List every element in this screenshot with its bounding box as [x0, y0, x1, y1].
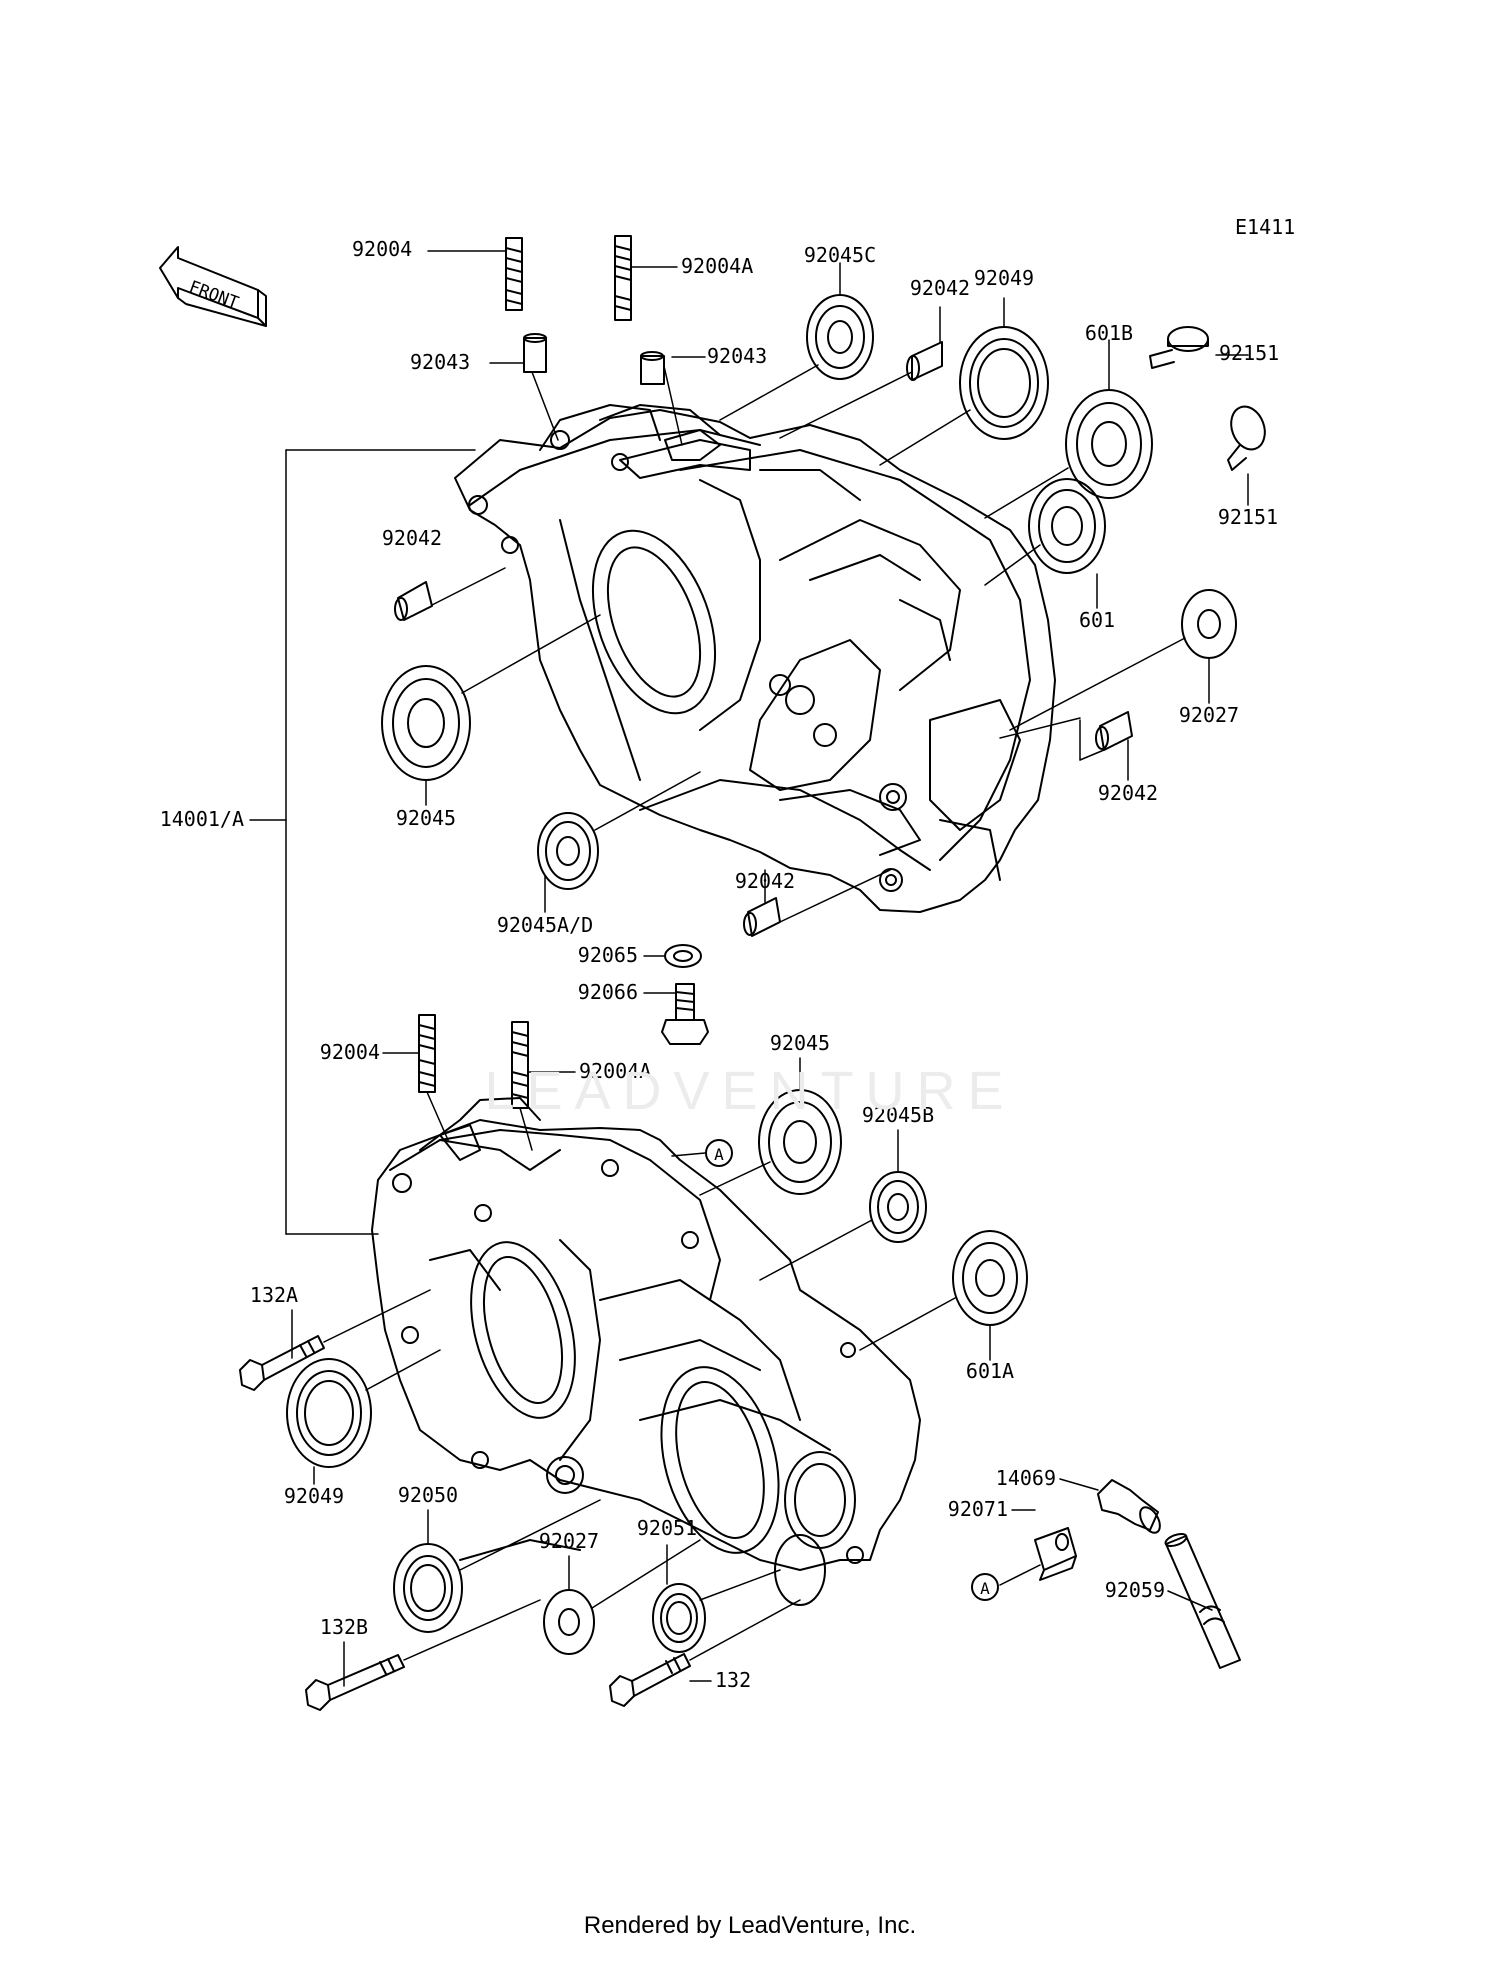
- breather-parts: [1034, 1479, 1241, 1669]
- label-92151-b: 92151: [1218, 505, 1278, 529]
- clamp-92071: [1034, 1527, 1077, 1581]
- bolt-92151-a: [1149, 326, 1209, 369]
- bolt-132b: [305, 1654, 405, 1711]
- stud-92004a-bottom: [511, 1021, 529, 1109]
- label-92065: 92065: [578, 943, 638, 967]
- stud-92004-top: [505, 237, 523, 311]
- drain-plug-92066: [661, 983, 709, 1045]
- bearing-601a: [952, 1230, 1028, 1326]
- bearing-92045-left: [381, 665, 471, 781]
- label-92004-top: 92004: [352, 237, 412, 261]
- callout-a-lower: [971, 1573, 999, 1601]
- seal-92051: [652, 1583, 706, 1653]
- label-92071: 92071: [948, 1497, 1008, 1521]
- label-92045b: 92045B: [862, 1103, 934, 1127]
- stud-92004a-top: [614, 235, 632, 321]
- bearing-92045ad: [537, 812, 599, 890]
- bearing-601: [1028, 478, 1106, 574]
- washer-92027-bottom: [543, 1589, 595, 1655]
- label-601: 601: [1079, 608, 1115, 632]
- seal-92049-top: [959, 326, 1049, 440]
- label-92042-top-right: 92042: [910, 276, 970, 300]
- label-14001a: 14001/A: [160, 807, 244, 831]
- label-92042-right: 92042: [1098, 781, 1158, 805]
- bearings: [286, 294, 1237, 1655]
- bolt-132a: [239, 1335, 325, 1391]
- label-92045ad: 92045A/D: [497, 913, 593, 937]
- label-92049-top: 92049: [974, 266, 1034, 290]
- label-92027-right: 92027: [1179, 703, 1239, 727]
- label-92050: 92050: [398, 1483, 458, 1507]
- diagram-code: E1411: [1235, 215, 1295, 239]
- washer-92065: [664, 944, 702, 968]
- label-92045-bottom: 92045: [770, 1031, 830, 1055]
- label-601b: 601B: [1085, 321, 1133, 345]
- fitting-14069: [1097, 1479, 1161, 1534]
- label-92004a-top: 92004A: [681, 254, 753, 278]
- stud-92004-bottom: [418, 1014, 436, 1093]
- label-92027-bottom: 92027: [539, 1529, 599, 1553]
- leader-lines: [249, 250, 1249, 1687]
- bolt-92151-b: [1227, 405, 1266, 471]
- label-92042-center: 92042: [735, 869, 795, 893]
- seal-92050: [393, 1543, 463, 1633]
- label-132a: 132A: [250, 1283, 298, 1307]
- front-label: FRONT: [186, 277, 241, 313]
- label-92004-bottom: 92004: [320, 1040, 380, 1064]
- watermark: LEADVENTURE: [484, 1061, 1016, 1121]
- hose-92059: [1164, 1532, 1241, 1669]
- callout-a-lower-text: A: [980, 1579, 990, 1598]
- seal-92049-bottom: [286, 1358, 372, 1468]
- label-92045c: 92045C: [804, 243, 876, 267]
- upper-crankcase-drawing: [454, 404, 1056, 913]
- dowel-pins: [394, 333, 1133, 937]
- label-132: 132: [715, 1668, 751, 1692]
- lower-crankcase-drawing: [371, 1097, 921, 1606]
- bolt-132: [609, 1653, 691, 1707]
- label-92045-left: 92045: [396, 806, 456, 830]
- front-arrow-icon: [159, 246, 267, 327]
- label-92042-left: 92042: [382, 526, 442, 550]
- label-92151-a: 92151: [1219, 341, 1279, 365]
- label-92051: 92051: [637, 1516, 697, 1540]
- label-92066: 92066: [578, 980, 638, 1004]
- label-92049-bottom: 92049: [284, 1484, 344, 1508]
- label-14069: 14069: [996, 1466, 1056, 1490]
- label-92043-left: 92043: [410, 350, 470, 374]
- bearing-92045b: [869, 1171, 927, 1243]
- bolts: [239, 326, 1266, 1711]
- label-92004a-bottom: 92004A: [579, 1059, 651, 1083]
- studs: [418, 235, 632, 1109]
- callout-a-upper-text: A: [714, 1145, 724, 1164]
- footer-credit: Rendered by LeadVenture, Inc.: [583, 1912, 917, 1939]
- washer-92027-right: [1181, 589, 1237, 659]
- callout-a-upper: [705, 1139, 733, 1167]
- label-92059: 92059: [1105, 1578, 1165, 1602]
- label-601a: 601A: [966, 1359, 1014, 1383]
- label-92043-right: 92043: [707, 344, 767, 368]
- label-132b: 132B: [320, 1615, 368, 1639]
